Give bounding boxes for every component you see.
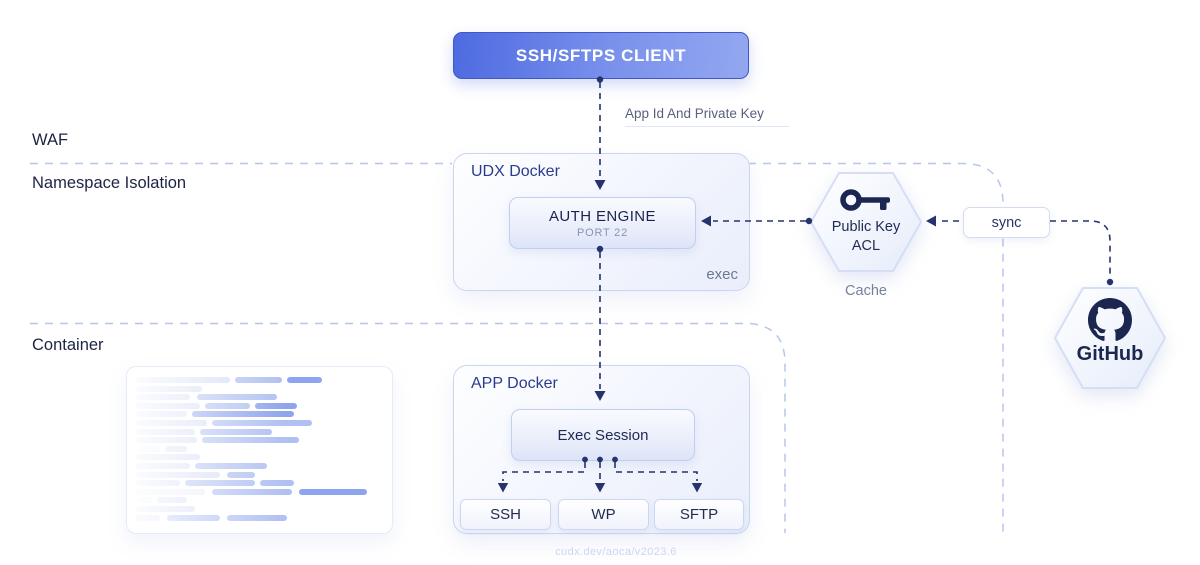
- public-key-acl-node: Public Key ACL: [806, 168, 926, 276]
- code-fade-overlay: [127, 367, 392, 533]
- cache-caption: Cache: [845, 283, 887, 299]
- udx-docker-node: UDX Docker AUTH ENGINE PORT 22 exec: [453, 153, 750, 291]
- sync-label: sync: [991, 214, 1022, 231]
- auth-engine-node: AUTH ENGINE PORT 22: [509, 197, 696, 249]
- exec-label: exec: [706, 266, 738, 283]
- arrowhead-left: [926, 215, 936, 227]
- app-id-private-key-label: App Id And Private Key: [625, 106, 789, 127]
- exec-session-node: Exec Session: [511, 409, 695, 461]
- hexagon-shape: [1054, 287, 1166, 389]
- github-label: GitHub: [1076, 343, 1144, 365]
- github-node: GitHub: [1050, 283, 1170, 393]
- auth-engine-title: AUTH ENGINE: [549, 207, 656, 225]
- github-icon: [1088, 298, 1132, 341]
- ssh-sftps-client-node: SSH/SFTPS CLIENT: [453, 32, 749, 79]
- zone-label-container: Container: [32, 336, 104, 354]
- service-node-sftp: SFTP: [654, 499, 744, 530]
- auth-engine-port: PORT 22: [576, 226, 629, 239]
- connector-github-to-sync: [1050, 220, 1111, 278]
- sync-node: sync: [963, 207, 1050, 238]
- udx-docker-title: UDX Docker: [471, 163, 560, 180]
- zone-label-namespace-isolation: Namespace Isolation: [32, 174, 187, 192]
- app-docker-node: APP Docker Exec Session SSH WP SFTP: [453, 365, 750, 534]
- code-snippet-illustration: [126, 366, 393, 534]
- app-docker-title: APP Docker: [471, 375, 558, 392]
- exec-session-title: Exec Session: [557, 426, 649, 444]
- key-icon: [840, 189, 890, 211]
- acl-title-line1: Public Key: [831, 219, 901, 235]
- service-node-wp: WP: [558, 499, 649, 530]
- footer-watermark: cudx.dev/aoca/v2023.6: [555, 546, 677, 558]
- client-label: SSH/SFTPS CLIENT: [515, 45, 687, 65]
- acl-title-line2: ACL: [851, 237, 881, 254]
- zone-label-waf: WAF: [32, 131, 69, 149]
- service-node-ssh: SSH: [460, 499, 551, 530]
